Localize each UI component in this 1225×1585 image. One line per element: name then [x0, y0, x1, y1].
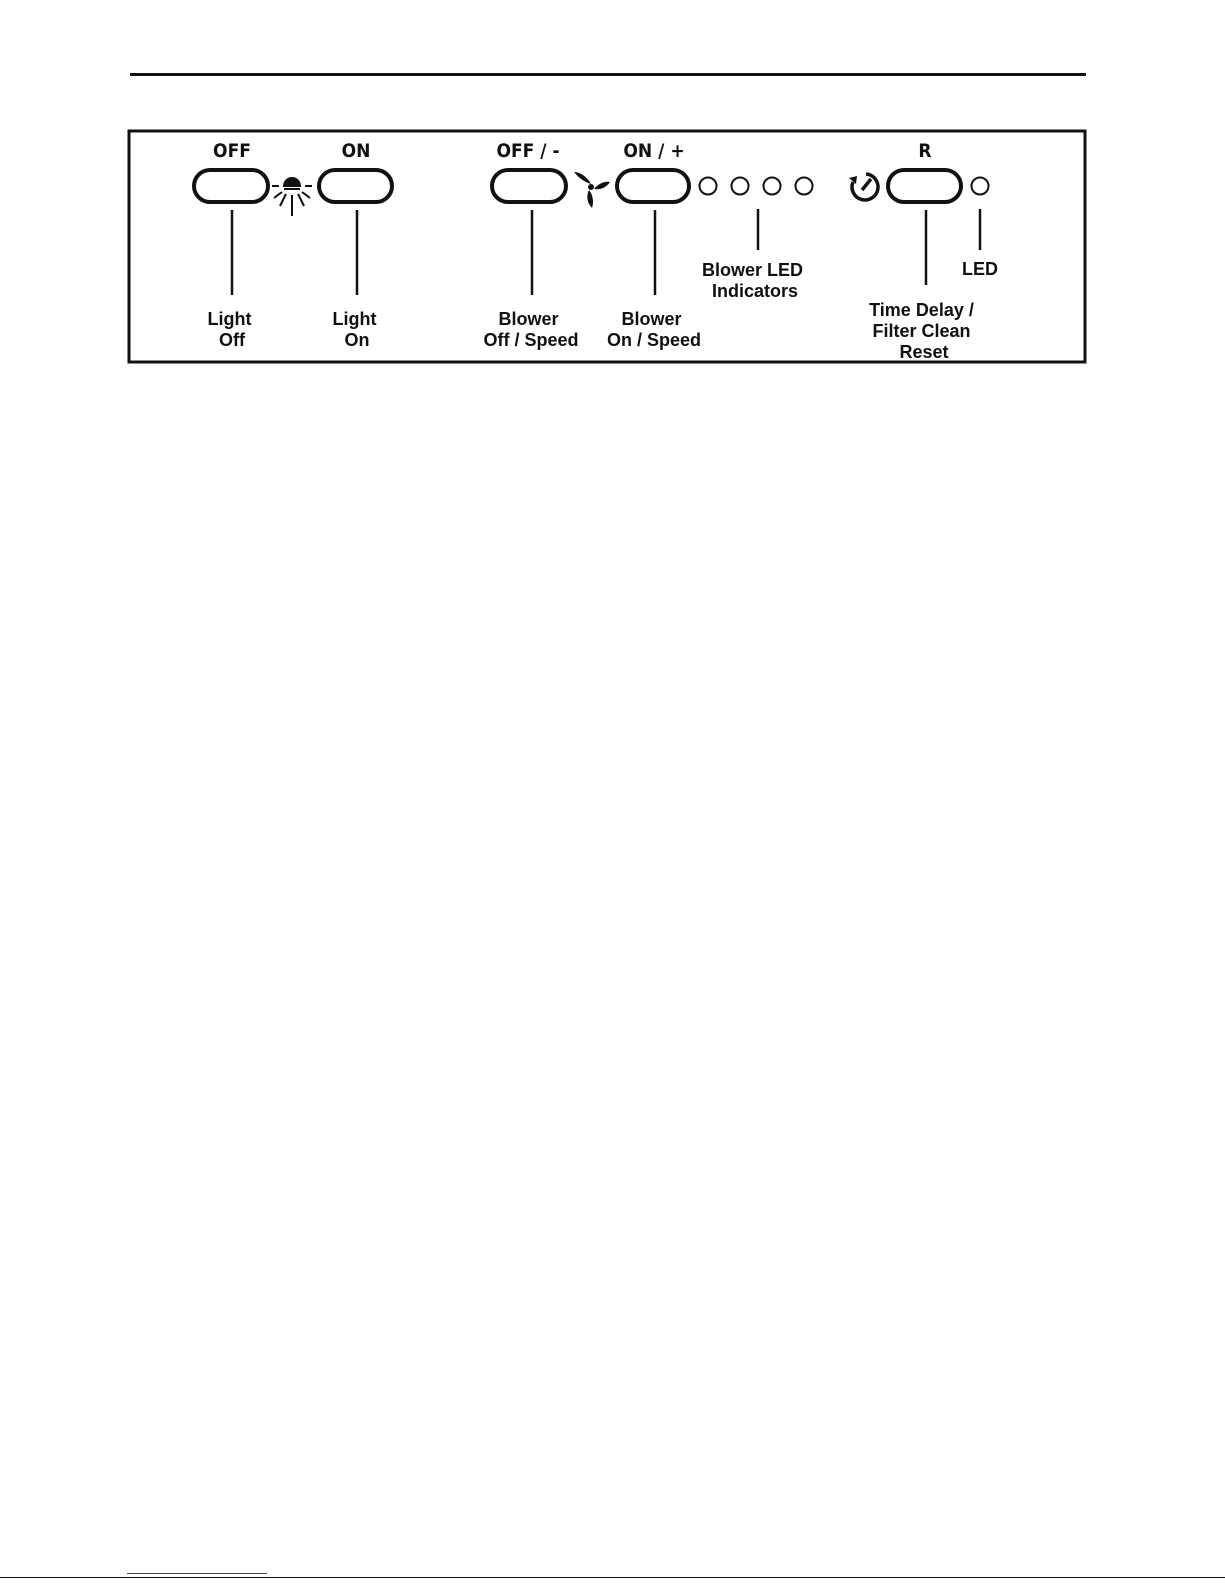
blower-led-3: [764, 178, 781, 195]
blower-off-button[interactable]: [492, 170, 566, 202]
blower-led-callout: Blower LED Indicators: [702, 260, 808, 301]
reset-led-callout: LED: [962, 259, 998, 279]
light-on-button[interactable]: [319, 170, 392, 202]
light-on-callout: Light On: [333, 309, 382, 350]
blower-led-4: [796, 178, 813, 195]
blower-off-button-label: OFF / -: [496, 140, 559, 162]
blower-on-button[interactable]: [617, 170, 689, 202]
reset-led: [972, 178, 989, 195]
light-off-button[interactable]: [194, 170, 268, 202]
light-off-callout: Light Off: [208, 309, 257, 350]
light-bulb-icon: [272, 177, 312, 216]
blower-led-2: [732, 178, 749, 195]
reset-callout: Time Delay / Filter Clean Reset: [869, 300, 979, 362]
blower-off-callout: Blower Off / Speed: [483, 309, 578, 350]
reset-button[interactable]: [888, 170, 961, 202]
blower-on-callout: Blower On / Speed: [607, 309, 701, 350]
timer-icon: [849, 174, 878, 200]
light-on-button-label: ON: [342, 140, 371, 162]
light-off-button-label: OFF: [213, 140, 251, 162]
footer-rule: [0, 1577, 1225, 1578]
footer-link-underline: [127, 1573, 267, 1574]
reset-button-label: R: [918, 140, 931, 162]
fan-icon: [574, 172, 610, 208]
blower-on-button-label: ON / +: [623, 140, 684, 162]
blower-led-1: [700, 178, 717, 195]
